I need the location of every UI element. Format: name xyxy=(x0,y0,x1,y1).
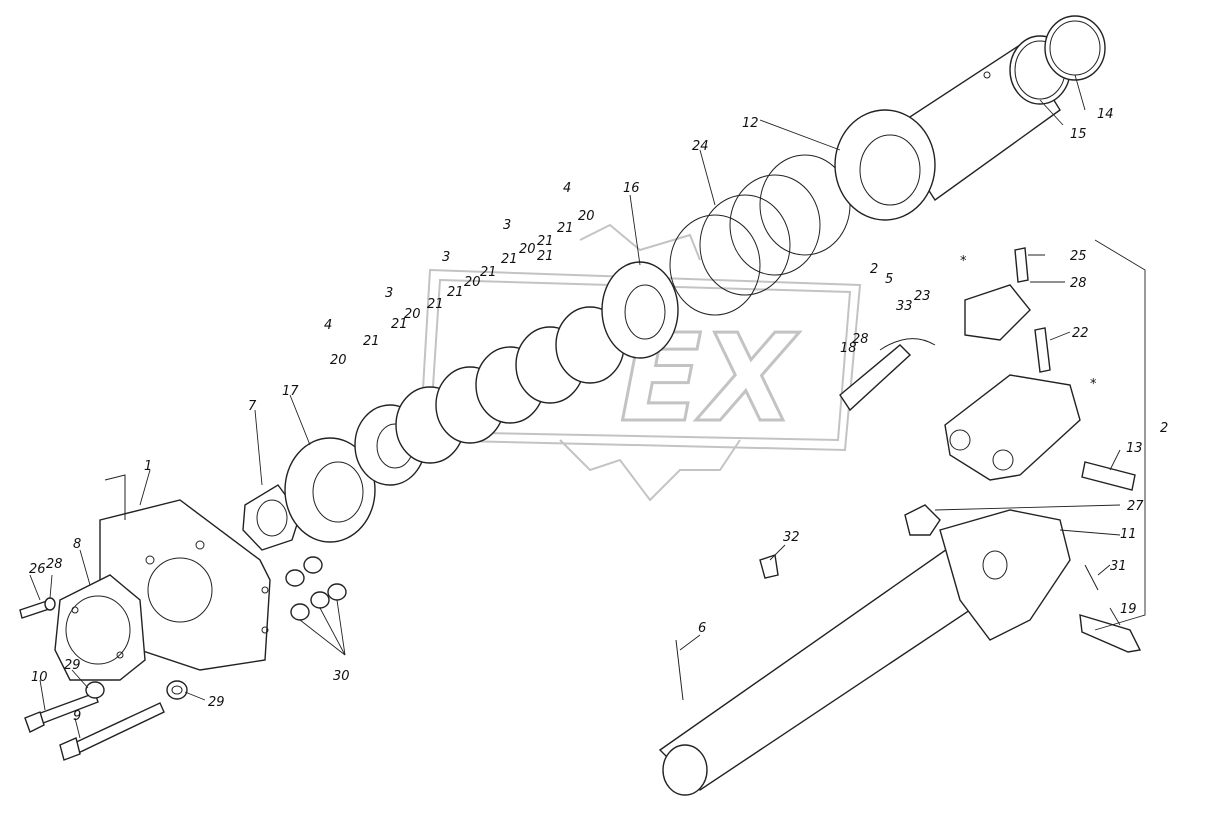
label-1: 1 xyxy=(144,459,152,474)
label-16: 16 xyxy=(623,181,640,196)
label-20a: 20 xyxy=(330,353,347,368)
label-20d: 20 xyxy=(519,242,536,257)
label-8: 8 xyxy=(73,537,81,552)
label-2b: 2 xyxy=(1160,421,1168,436)
washer-17 xyxy=(284,437,376,543)
label-21c: 21 xyxy=(427,297,444,312)
label-32: 32 xyxy=(783,530,800,545)
label-23: 23 xyxy=(914,289,931,304)
label-15: 15 xyxy=(1070,127,1087,142)
hook-shaft xyxy=(658,509,1071,796)
pin-13 xyxy=(1081,461,1136,491)
label-11: 11 xyxy=(1120,527,1137,542)
label-20b: 20 xyxy=(404,307,421,322)
label-7: 7 xyxy=(248,399,257,414)
label-star-a: * xyxy=(960,254,967,269)
label-22: 22 xyxy=(1072,326,1089,341)
label-33: 33 xyxy=(896,299,913,314)
label-21f: 21 xyxy=(501,252,518,267)
label-5: 5 xyxy=(885,272,893,287)
label-12: 12 xyxy=(742,116,759,131)
label-28b: 28 xyxy=(1070,276,1087,291)
label-31: 31 xyxy=(1110,559,1127,574)
label-19: 19 xyxy=(1120,602,1137,617)
latch-assembly xyxy=(839,247,1081,481)
label-21d: 21 xyxy=(447,285,464,300)
label-6: 6 xyxy=(698,621,706,636)
label-29a: 29 xyxy=(64,658,81,673)
nuts-30 xyxy=(285,556,347,621)
label-28a: 28 xyxy=(46,557,63,572)
label-13: 13 xyxy=(1126,441,1143,456)
label-25: 25 xyxy=(1070,249,1087,264)
label-9: 9 xyxy=(73,709,81,724)
label-24: 24 xyxy=(692,139,709,154)
label-21i: 21 xyxy=(537,249,554,264)
label-20e: 20 xyxy=(578,209,595,224)
rings-14-15 xyxy=(1009,15,1106,105)
label-29b: 29 xyxy=(208,695,225,710)
label-21b: 21 xyxy=(391,317,408,332)
label-21a: 21 xyxy=(363,334,380,349)
label-3a: 3 xyxy=(385,286,393,301)
label-18: 18 xyxy=(840,341,857,356)
label-4b: 4 xyxy=(563,181,571,196)
label-2a: 2 xyxy=(870,262,878,277)
label-30: 30 xyxy=(333,669,350,684)
label-10: 10 xyxy=(31,670,48,685)
label-17: 17 xyxy=(282,384,299,399)
bolts xyxy=(19,599,165,761)
label-20c: 20 xyxy=(464,275,481,290)
label-26: 26 xyxy=(29,562,46,577)
label-4a: 4 xyxy=(324,318,332,333)
label-28c: 28 xyxy=(852,332,869,347)
label-21g: 21 xyxy=(537,234,554,249)
label-14: 14 xyxy=(1097,107,1114,122)
cover-part xyxy=(54,574,146,681)
ring-16 xyxy=(601,261,679,359)
small-parts xyxy=(675,504,1142,701)
label-3b: 3 xyxy=(442,250,450,265)
label-star-b: * xyxy=(1090,377,1097,392)
ring-stack xyxy=(354,306,625,486)
label-21e: 21 xyxy=(480,265,497,280)
label-21h: 21 xyxy=(557,221,574,236)
label-3c: 3 xyxy=(503,218,511,233)
leader-lines xyxy=(29,74,1146,739)
label-27: 27 xyxy=(1127,499,1144,514)
callout-labels: 1 2 2 3 3 3 4 4 5 6 7 8 9 10 11 12 13 14… xyxy=(29,107,1168,724)
